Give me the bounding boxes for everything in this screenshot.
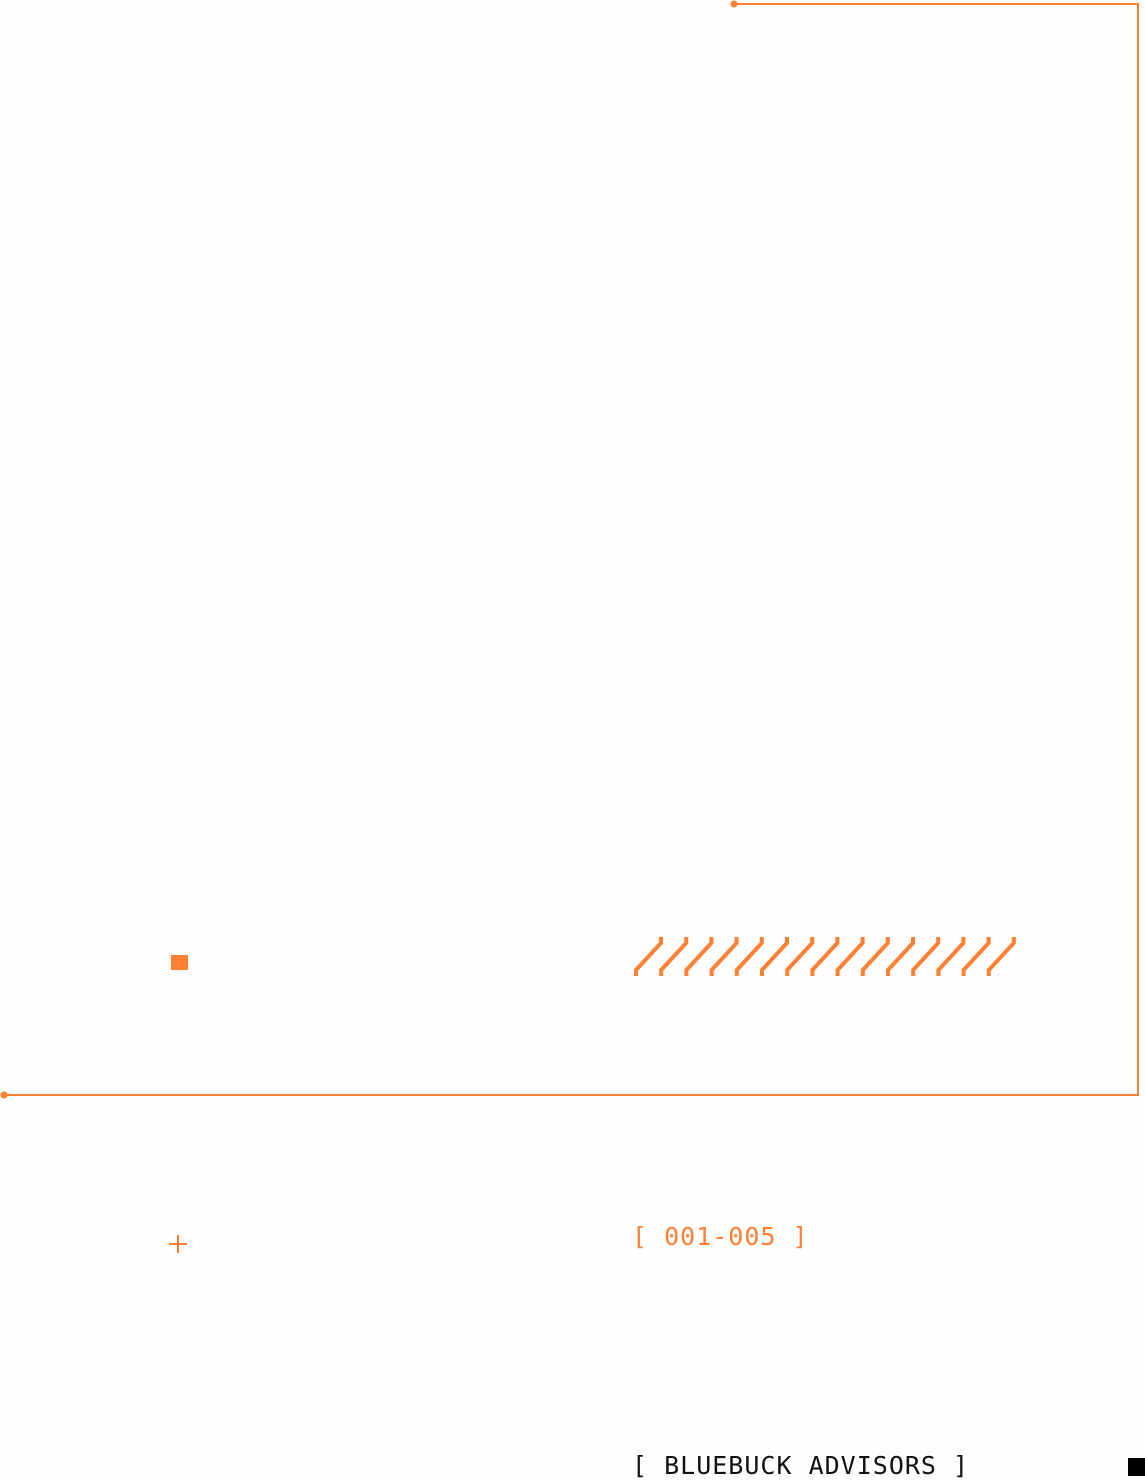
plus-icon <box>168 1234 188 1254</box>
hatch-stroke <box>785 937 815 976</box>
frame-outline <box>0 0 1139 1099</box>
hatch-stroke <box>634 937 663 976</box>
brand-label: [ BLUEBUCK ADVISORS ] <box>632 1451 970 1480</box>
hatch-stroke <box>659 937 689 976</box>
hatch-stroke <box>986 937 1016 976</box>
hatch-stroke <box>936 937 966 976</box>
hatch-stroke <box>810 937 840 976</box>
hatch-stroke <box>684 937 714 976</box>
hatch-stroke <box>734 937 764 976</box>
hatch-stroke <box>709 937 739 976</box>
hatch-stroke <box>760 937 789 976</box>
black-square-icon <box>1128 1458 1145 1476</box>
hatch-stroke <box>835 937 865 976</box>
hatch-stroke <box>886 937 915 976</box>
hatch-pattern <box>634 937 1016 976</box>
range-label: [ 001-005 ] <box>632 1222 809 1251</box>
hatch-stroke <box>860 937 890 976</box>
hatch-stroke <box>911 937 941 976</box>
hatch-stroke <box>961 937 991 976</box>
square-marker-icon <box>171 955 188 970</box>
